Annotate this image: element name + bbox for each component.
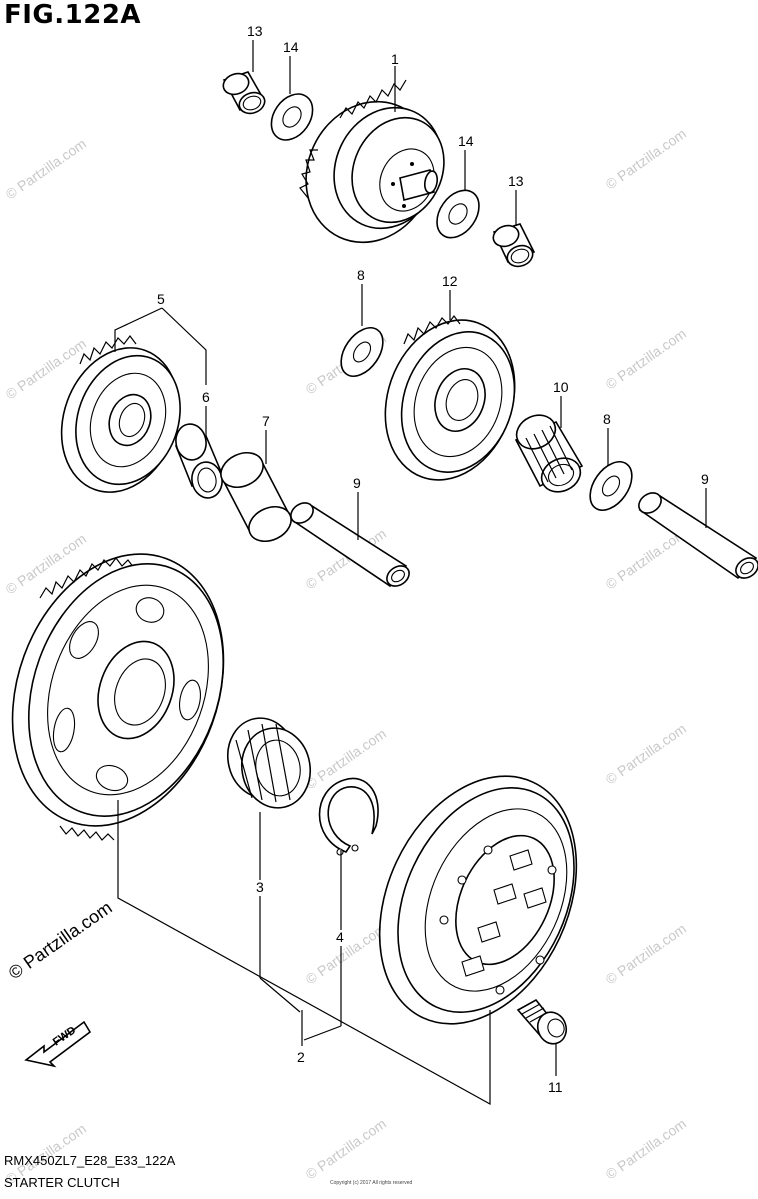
part-2-starter-driven-gear (11, 553, 225, 841)
part-14-washer-right (436, 189, 480, 239)
watermark: © Partzilla.com (603, 720, 689, 787)
part-1-gear-assembly (299, 79, 445, 244)
callout-11: 11 (548, 1079, 563, 1095)
assembly-name: STARTER CLUTCH (4, 1175, 120, 1190)
callout-9: 9 (353, 475, 361, 491)
callout-labels: 13 14 1 14 13 8 12 5 6 7 9 10 8 9 3 4 2 … (157, 23, 709, 1095)
callout-3: 3 (256, 879, 264, 895)
callout-2: 2 (297, 1049, 305, 1065)
part-14-washer-left (270, 93, 314, 141)
part-10-needle-bearing (514, 414, 584, 493)
callout-9: 9 (701, 471, 709, 487)
part-8-washer-upper (340, 327, 384, 377)
callout-8: 8 (357, 267, 365, 283)
callout-12: 12 (442, 273, 458, 289)
part-3-needle-bearing (227, 717, 311, 809)
callout-4: 4 (336, 929, 344, 945)
watermark: © Partzilla.com (603, 920, 689, 987)
callout-1: 1 (391, 51, 399, 67)
callout-14: 14 (283, 39, 299, 55)
callout-6: 6 (202, 389, 210, 405)
figure-title: FIG.122A (4, 0, 142, 30)
callout-7: 7 (262, 413, 270, 429)
part-4-circlip (318, 777, 379, 856)
part-9-shaft-right (638, 492, 758, 580)
part-12-idle-gear (384, 315, 516, 481)
part-8-washer-lower (589, 461, 633, 511)
watermark: © Partzilla.com (603, 325, 689, 392)
part-13-bushing-left (222, 71, 266, 115)
part-13-bushing-right (492, 223, 536, 268)
callout-5: 5 (157, 291, 165, 307)
callout-14: 14 (458, 133, 474, 149)
model-code: RMX450ZL7_E28_E33_122A (4, 1153, 176, 1168)
part-7-spacer (220, 451, 292, 543)
one-way-clutch (378, 775, 578, 1025)
callout-13: 13 (508, 173, 524, 189)
callout-10: 10 (553, 379, 569, 395)
watermark: © Partzilla.com (5, 897, 116, 983)
part-11-bolt (516, 998, 568, 1045)
callout-8: 8 (603, 411, 611, 427)
watermark: © Partzilla.com (3, 135, 89, 202)
copyright-notice: Copyright (c) 2017 All rights reserved (330, 1180, 413, 1186)
leader-lines (114, 40, 707, 1106)
part-5-idle-gear (60, 335, 181, 493)
part-6-needle-bearing (174, 423, 224, 499)
watermark: © Partzilla.com (303, 1115, 389, 1182)
part-9-shaft-left (290, 502, 410, 588)
callout-13: 13 (247, 23, 263, 39)
watermark: © Partzilla.com (603, 125, 689, 192)
fwd-arrow-icon: FWD (24, 1020, 92, 1068)
watermark: © Partzilla.com (303, 920, 389, 987)
watermark: © Partzilla.com (603, 1115, 689, 1182)
